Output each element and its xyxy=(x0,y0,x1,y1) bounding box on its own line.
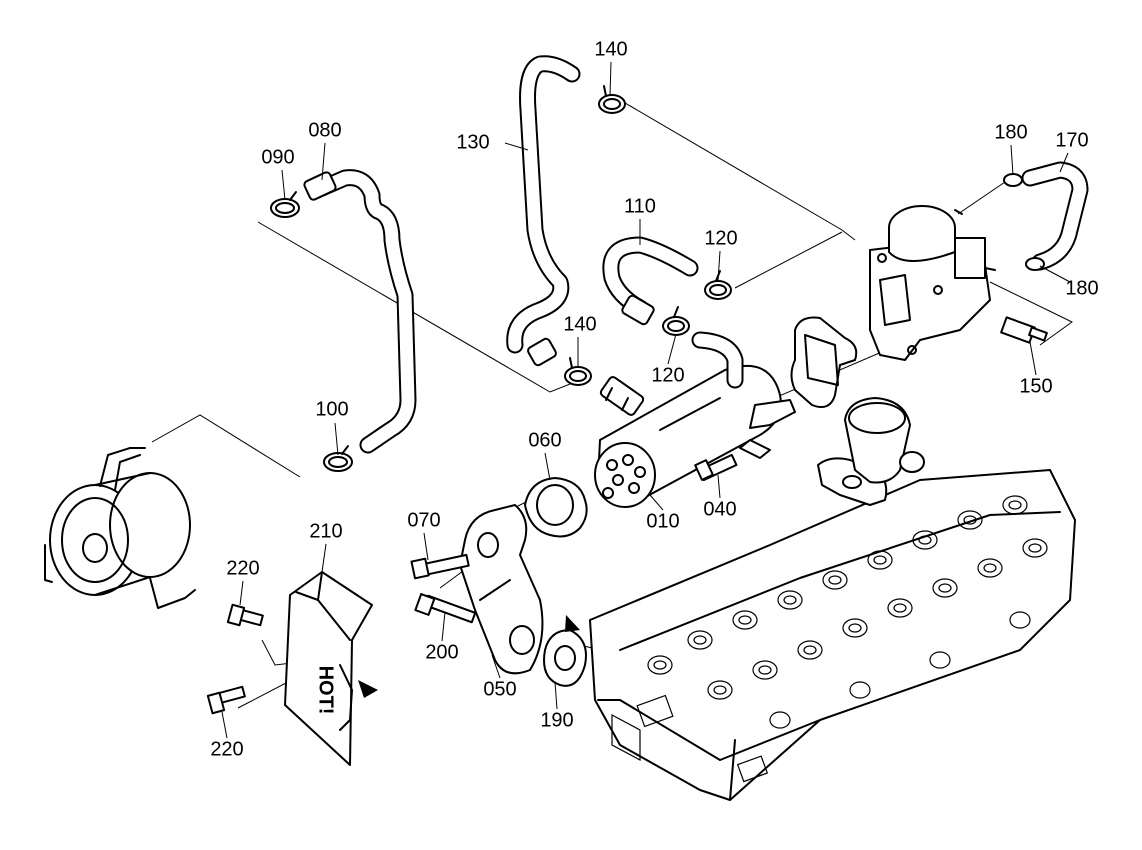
egr-pipe-050 xyxy=(459,504,544,675)
callout-180-top: 180 xyxy=(994,121,1027,143)
callout-060: 060 xyxy=(528,429,561,451)
clamp-120-bottom xyxy=(662,306,690,336)
callout-050: 050 xyxy=(483,678,516,700)
callout-200: 200 xyxy=(425,641,458,663)
hose-130 xyxy=(506,55,581,367)
callout-120-top: 120 xyxy=(704,227,737,249)
clamp-140-top xyxy=(598,85,626,114)
bolt-040 xyxy=(694,453,738,482)
gasket-060 xyxy=(524,477,588,538)
intake-elbow xyxy=(817,397,925,506)
bolt-220-bottom xyxy=(206,685,246,715)
callout-190: 190 xyxy=(540,709,573,731)
callout-140-top: 140 xyxy=(594,38,627,60)
callout-100: 100 xyxy=(315,398,348,420)
bolt-220-top xyxy=(226,603,264,627)
clamp-180-top xyxy=(1003,173,1023,187)
gasket-plate xyxy=(790,316,858,408)
callout-010: 010 xyxy=(646,510,679,532)
callout-070: 070 xyxy=(407,509,440,531)
direction-arrows xyxy=(358,615,580,698)
callout-180-bottom: 180 xyxy=(1065,277,1098,299)
callout-220-bottom: 220 xyxy=(210,738,243,760)
callout-110: 110 xyxy=(624,195,656,217)
sensor-150 xyxy=(1000,316,1048,344)
clamp-140-bottom xyxy=(564,357,592,386)
callout-040: 040 xyxy=(703,498,736,520)
gasket-190 xyxy=(543,629,587,687)
callout-130: 130 xyxy=(456,131,489,153)
oil-cooler xyxy=(44,447,196,609)
hose-170 xyxy=(1021,161,1089,271)
callout-ticks xyxy=(221,61,1071,739)
callout-120-bottom: 120 xyxy=(651,364,684,386)
bolt-200 xyxy=(414,593,477,624)
egr-cooler-010 xyxy=(594,331,796,508)
cylinder-head xyxy=(589,469,1076,801)
callout-080: 080 xyxy=(308,119,341,141)
cylinder-head-ports xyxy=(611,495,1048,783)
callout-210: 210 xyxy=(309,520,342,542)
egr-valve xyxy=(869,205,996,361)
heat-shield-label: HOT! xyxy=(315,666,337,715)
heat-shield-210: HOT! xyxy=(284,571,373,766)
callout-150: 150 xyxy=(1019,375,1052,397)
clamp-090 xyxy=(270,191,300,218)
bolt-070 xyxy=(410,553,470,580)
nipple-fitting xyxy=(599,376,645,416)
callout-090: 090 xyxy=(261,146,294,168)
clamp-180-bottom xyxy=(1025,257,1045,271)
callout-170: 170 xyxy=(1055,129,1088,151)
callout-220-top: 220 xyxy=(226,557,259,579)
callout-labels: 010 040 050 060 070 080 090 100 110 120 … xyxy=(210,38,1098,760)
hose-080 xyxy=(303,169,417,454)
callout-140-bottom: 140 xyxy=(563,313,596,335)
hose-110 xyxy=(602,236,699,326)
